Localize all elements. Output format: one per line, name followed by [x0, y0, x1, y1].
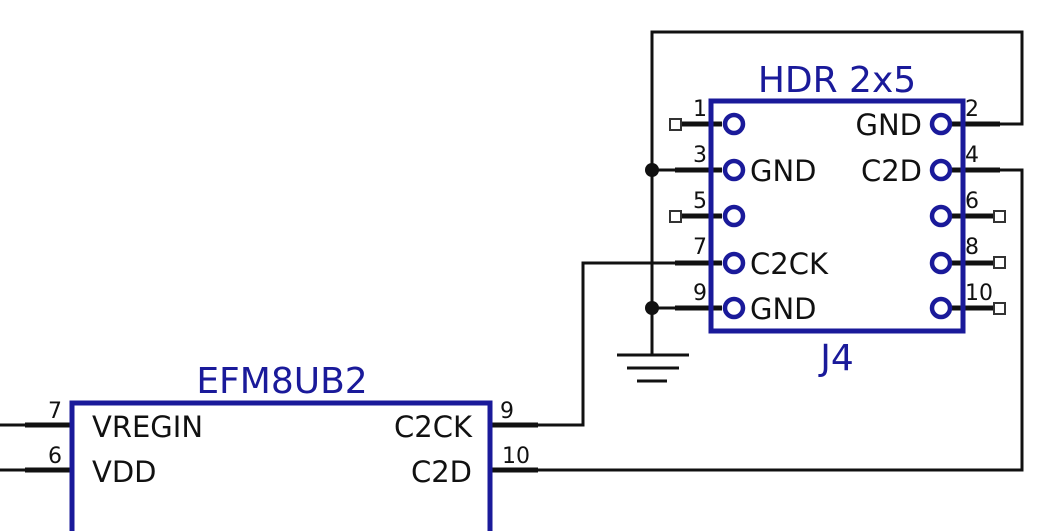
pin-label: GND	[856, 108, 923, 142]
header-designator: J4	[818, 338, 854, 379]
pin-label: GND	[750, 292, 817, 326]
pad-icon	[722, 112, 746, 136]
ground-symbol	[617, 353, 689, 383]
pin-number: 9	[693, 281, 707, 306]
pin-label: VDD	[92, 455, 157, 489]
header-pads	[722, 112, 953, 320]
pin-number: 3	[693, 143, 707, 168]
pad-icon	[929, 158, 953, 182]
pin-number: 10	[502, 444, 530, 469]
junction-dot	[645, 301, 659, 315]
pin-number: 6	[48, 444, 62, 469]
pad-icon	[929, 251, 953, 275]
pin-number: 9	[500, 399, 514, 424]
pin-label: C2CK	[394, 410, 473, 444]
pin-label: C2D	[861, 154, 922, 188]
wires	[0, 30, 1024, 472]
no-connect-marks	[669, 118, 1006, 315]
pin-number: 10	[965, 281, 993, 306]
wire-c2d[interactable]	[538, 168, 1024, 472]
header-part-value: HDR 2x5	[758, 60, 916, 101]
pin-number: 2	[965, 97, 979, 122]
header-pin-stubs	[675, 121, 1000, 311]
wire-gnd-loop[interactable]	[650, 30, 1024, 355]
pin-number: 5	[693, 189, 707, 214]
mcu-efm8ub2[interactable]: EFM8UB2 7 6 9 10 VREGIN VDD C2CK C2D	[25, 361, 538, 531]
wire-c2ck[interactable]	[538, 261, 675, 427]
pin-label: GND	[750, 154, 817, 188]
pin-label: C2D	[411, 455, 472, 489]
header-body	[708, 98, 966, 334]
mcu-part-value: EFM8UB2	[196, 361, 367, 402]
pad-icon	[929, 204, 953, 228]
pin-number: 7	[693, 235, 707, 260]
pin-label: C2CK	[750, 247, 829, 281]
pad-icon	[929, 112, 953, 136]
pad-icon	[929, 296, 953, 320]
pin-label: VREGIN	[92, 410, 203, 444]
pad-icon	[722, 158, 746, 182]
junction-dot	[645, 163, 659, 177]
mcu-body	[69, 400, 493, 531]
pin-number: 7	[48, 399, 62, 424]
pad-icon	[722, 251, 746, 275]
pad-icon	[722, 296, 746, 320]
header-j4[interactable]: HDR 2x5 J4 1 2 3 4 5 6 7 8 9 10 GND GND …	[669, 60, 1006, 379]
pin-number: 4	[965, 143, 979, 168]
pin-number: 1	[693, 97, 707, 122]
pad-icon	[722, 204, 746, 228]
pin-number: 8	[965, 235, 979, 260]
mcu-pin-stubs	[25, 422, 538, 473]
pin-number: 6	[965, 189, 979, 214]
